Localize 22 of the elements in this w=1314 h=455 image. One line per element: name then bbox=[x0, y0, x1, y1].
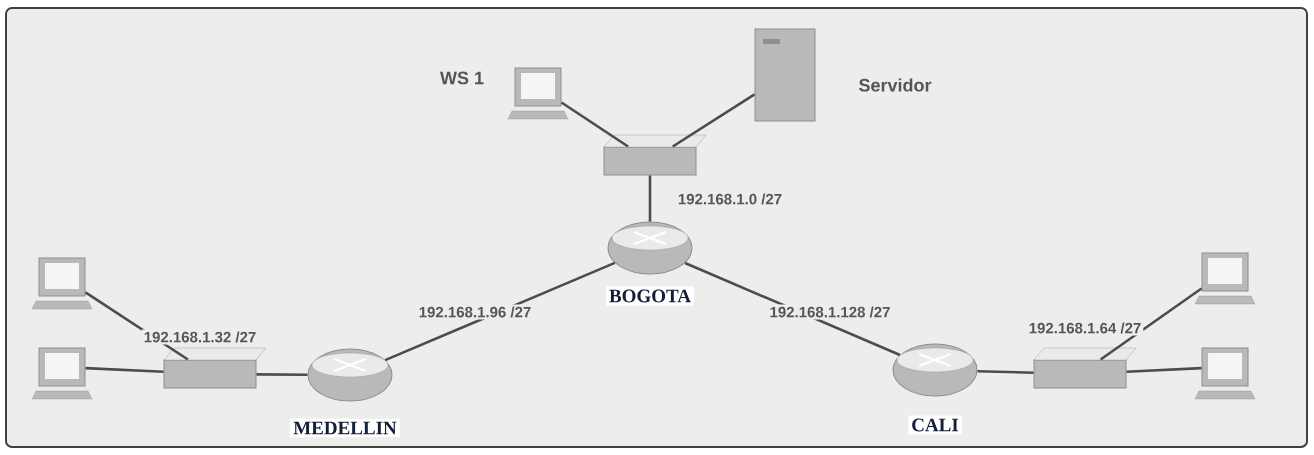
network-link bbox=[1099, 287, 1203, 361]
computer-icon bbox=[31, 257, 93, 310]
computer-icon bbox=[1194, 252, 1256, 305]
subnet-label: 192.168.1.0 /27 bbox=[675, 191, 785, 207]
subnet-label: 192.168.1.96 /27 bbox=[416, 304, 534, 320]
switch-icon bbox=[1033, 347, 1137, 389]
network-link bbox=[977, 369, 1034, 374]
subnet-label: 192.168.1.128 /27 bbox=[767, 304, 893, 320]
switch-icon bbox=[603, 134, 707, 176]
device-name: Servidor bbox=[859, 78, 932, 92]
computer-icon bbox=[31, 347, 93, 400]
device-name: WS 1 bbox=[440, 71, 484, 85]
network-link bbox=[1126, 366, 1202, 374]
switch-icon bbox=[163, 347, 267, 389]
subnet-label: 192.168.1.32 /27 bbox=[141, 329, 259, 345]
network-link bbox=[648, 175, 652, 222]
computer-icon bbox=[1194, 347, 1256, 400]
network-link bbox=[560, 101, 629, 148]
network-link bbox=[672, 93, 756, 148]
network-link bbox=[85, 366, 164, 374]
network-link bbox=[256, 373, 308, 376]
subnet-label: 192.168.1.64 /27 bbox=[1026, 320, 1144, 336]
